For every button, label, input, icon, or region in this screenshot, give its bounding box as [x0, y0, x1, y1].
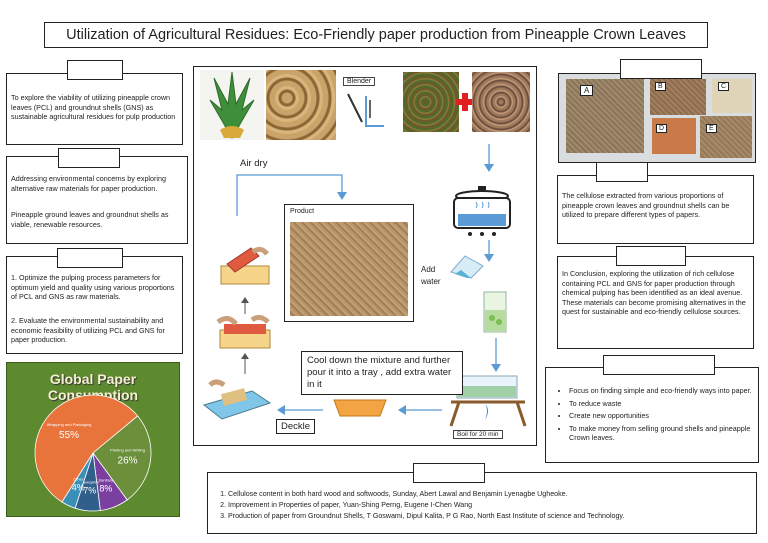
ground-gns-image: [472, 72, 530, 132]
air-dry-arrow: [236, 174, 347, 216]
conclusion-text: In Conclusion, exploring the utilization…: [562, 269, 746, 317]
objective-text: To explore the viability of utilizing pi…: [11, 93, 176, 122]
pie-slice-label: Sanitary: [99, 477, 114, 482]
blender-icon: [347, 93, 384, 127]
reference-item: Production of paper from Groundnut Shell…: [228, 511, 754, 522]
water-beaker-icon: [450, 255, 484, 279]
pulp-beaker-icon: [483, 291, 507, 333]
product-label: Product: [290, 208, 315, 215]
conclusion-tab: [616, 246, 686, 266]
sample-d-label: D: [656, 124, 668, 133]
future-item: To make money from selling ground shells…: [569, 424, 753, 443]
blender-label: Blender: [343, 77, 376, 86]
sample-c-label: C: [718, 82, 730, 91]
tray-icon: [333, 399, 387, 417]
sample-e-label: E: [706, 124, 717, 133]
pie-slice-label: Wrapping and Packaging: [47, 422, 92, 427]
problem-tab: [58, 148, 120, 168]
add-water-label: Add water: [421, 265, 441, 286]
pie-slice-value: 7%: [83, 486, 96, 496]
cellulose-tab: [596, 162, 648, 182]
pie-chart-title: Global Paper Consumption: [48, 371, 138, 403]
pie-slice: [92, 415, 152, 501]
arrow-to-pot: [484, 144, 494, 172]
pie-chart-panel: Global Paper Consumption Wrapping and Pa…: [6, 362, 180, 517]
arrow-to-boil: [491, 338, 501, 372]
future-list: Focus on finding simple and eco-friendly…: [555, 386, 753, 446]
reference-item: Improvement in Properties of paper, Yuan…: [228, 500, 754, 511]
references-tab: [413, 463, 485, 483]
pie-slice: [61, 452, 94, 509]
future-item: Create new opportunities: [569, 411, 753, 421]
pie-slice-value: 8%: [99, 483, 112, 493]
arrow-up-left: [241, 297, 249, 314]
cooker-icon: [453, 186, 511, 236]
aims-text-1: 1. Optimize the pulping process paramete…: [11, 273, 175, 302]
arrow-to-water: [484, 240, 494, 262]
future-tab: [603, 355, 715, 375]
aims-tab: [57, 248, 123, 268]
problem-text-2: Pineapple ground leaves and groundnut sh…: [11, 210, 169, 229]
conclusion-box: [557, 256, 754, 349]
problem-text-1: Addressing environmental concerns by exp…: [11, 174, 167, 193]
cellulose-box: [557, 175, 754, 244]
cool-down-text: Cool down the mixture and further pour i…: [301, 351, 463, 395]
arrow-to-tray: [398, 405, 442, 415]
sample-b-label: B: [655, 82, 666, 91]
pie-slice-label: Other: [73, 477, 84, 482]
pie-chart: Wrapping and Packaging 55% Printing and Wr…: [34, 394, 152, 512]
arrow-to-deckle: [277, 405, 323, 415]
pie-slice-value: 26%: [118, 455, 138, 466]
plus-icon: [456, 93, 474, 111]
poster-title: Utilization of Agricultural Residues: Ec…: [44, 22, 708, 48]
air-dry-label: Air dry: [240, 158, 268, 169]
pie-slice-value: 4%: [72, 483, 85, 493]
product-image: [290, 222, 408, 316]
samples-tab: [620, 59, 702, 79]
pressing-illustration-1: [220, 246, 270, 285]
pressing-illustration-2: [216, 314, 271, 349]
sample-a-label: A: [580, 85, 594, 96]
sample-a: [566, 79, 644, 153]
groundnut-shells-image: [266, 70, 336, 140]
deckle-illustration: [202, 379, 272, 420]
future-item: Focus on finding simple and eco-friendly…: [569, 386, 753, 396]
ground-pcl-image: [403, 72, 459, 132]
reference-item: Cellulose content in both hard wood and …: [228, 489, 754, 500]
aims-box: [6, 256, 183, 354]
pie-slice: [34, 394, 139, 503]
arrow-up-left-2: [241, 353, 249, 374]
pie-slice-label: Printing and Writing: [110, 447, 145, 452]
pie-slice-label: Newsprint: [81, 480, 100, 485]
references-list: Cellulose content in both hard wood and …: [214, 489, 754, 522]
boil-label: Boil for 20 min: [453, 430, 503, 439]
aims-text-2: 2. Evaluate the environmental sustainabi…: [11, 316, 165, 345]
objective-tab: [67, 60, 123, 80]
problem-box: [6, 156, 188, 244]
deckle-label: Deckle: [276, 419, 316, 434]
cellulose-text: The cellulose extracted from various pro…: [562, 191, 730, 220]
future-box: [545, 367, 759, 463]
pie-slice-value: 55%: [59, 430, 79, 441]
future-item: To reduce waste: [569, 399, 753, 409]
sample-e: [700, 116, 752, 158]
pineapple-crown-image: [200, 70, 264, 140]
